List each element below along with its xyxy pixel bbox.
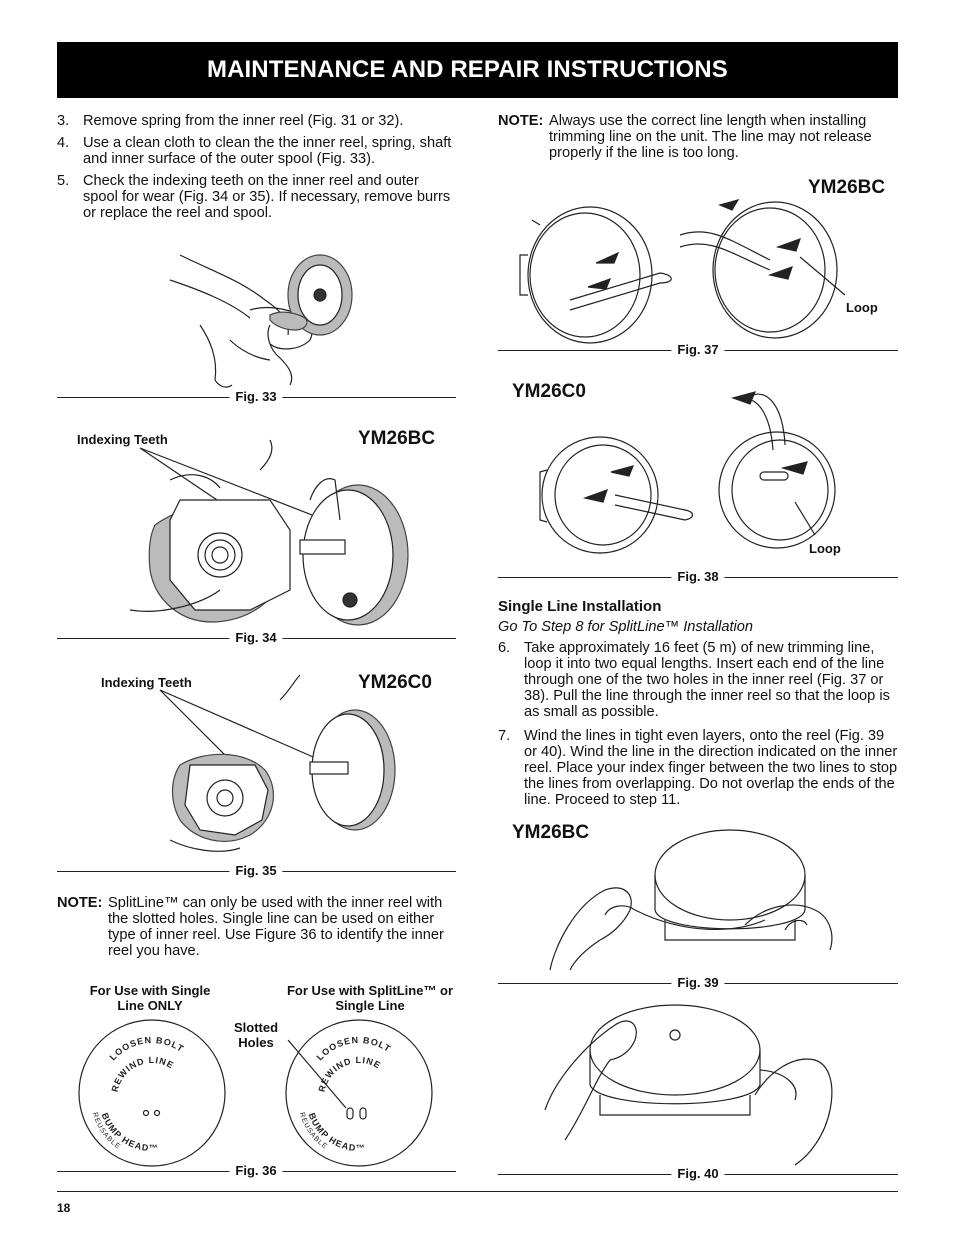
fig35-illustration — [159, 674, 396, 852]
fig36-callout-leader — [287, 1039, 347, 1109]
left-steps: 3. Remove spring from the inner reel (Fig… — [57, 113, 457, 227]
fig34-illustration — [129, 439, 409, 626]
fig38-label: Fig. 38 — [671, 569, 725, 584]
fig37-illustration — [519, 199, 846, 344]
step-4: 4. Use a clean cloth to clean the the inn… — [57, 135, 457, 167]
step-5: 5. Check the indexing teeth on the inner … — [57, 173, 457, 221]
fig33-label: Fig. 33 — [229, 389, 283, 404]
note-text: Always use the correct line length when … — [549, 113, 872, 161]
step-number: 3. — [57, 113, 70, 129]
step-text: Check the indexing teeth on the inner re… — [83, 173, 451, 221]
fig36-right-reel: LOOSEN BOLT REWIND LINE BUMP HEAD™ REUSA… — [285, 1019, 433, 1167]
fig39-label: Fig. 39 — [671, 975, 725, 990]
fig36-left-reel: LOOSEN BOLT REWIND LINE BUMP HEAD™ REUSA… — [78, 1019, 226, 1167]
step-number: 7. — [498, 728, 511, 744]
fig38-illustration — [539, 391, 836, 554]
note-label: NOTE: — [57, 895, 103, 911]
fig36-label: Fig. 36 — [229, 1163, 283, 1178]
fig36-left-caption: For Use with Single Line ONLY — [89, 983, 211, 1013]
left-note: NOTE: SplitLine™ can only be used with th… — [57, 895, 455, 959]
fig38-model-label: YM26C0 — [512, 381, 586, 402]
fig35-model-label: YM26C0 — [358, 672, 432, 693]
step-6: 6. Take approximately 16 feet (5 m) of ne… — [498, 640, 898, 720]
right-steps: 6. Take approximately 16 feet (5 m) of ne… — [498, 640, 898, 814]
single-line-heading: Single Line Installation — [498, 598, 662, 615]
fig40-illustration — [544, 1004, 833, 1166]
fig39-illustration — [549, 829, 833, 971]
fig40-label: Fig. 40 — [671, 1166, 725, 1181]
fig37-loop-callout: Loop — [846, 300, 878, 315]
step-text: Use a clean cloth to clean the the inner… — [83, 135, 452, 167]
step-number: 4. — [57, 135, 70, 151]
fig36-right-caption: For Use with SplitLine™ or Single Line — [286, 983, 454, 1013]
fig35-label: Fig. 35 — [229, 863, 283, 878]
fig34-label: Fig. 34 — [229, 630, 283, 645]
fig37-label: Fig. 37 — [671, 342, 725, 357]
right-note: NOTE: Always use the correct line length … — [498, 113, 898, 161]
note-text: SplitLine™ can only be used with the inn… — [108, 895, 444, 959]
step-text: Remove spring from the inner reel (Fig. … — [83, 113, 404, 129]
splitline-subheading: Go To Step 8 for SplitLine™ Installation — [498, 619, 753, 635]
step-number: 5. — [57, 173, 70, 189]
step-text: Wind the lines in tight even layers, ont… — [524, 728, 898, 808]
step-7: 7. Wind the lines in tight even layers, o… — [498, 728, 898, 808]
fig34-indexing-teeth-callout: Indexing Teeth — [77, 432, 168, 447]
step-3: 3. Remove spring from the inner reel (Fig… — [57, 113, 457, 129]
page-number: 18 — [57, 1201, 71, 1215]
fig34-model-label: YM26BC — [358, 428, 436, 449]
step-text: Take approximately 16 feet (5 m) of new … — [524, 640, 890, 720]
fig38-loop-callout: Loop — [809, 541, 841, 556]
step-number: 6. — [498, 640, 511, 656]
fig36-slotted-holes-callout: Slotted Holes — [233, 1020, 279, 1050]
page-title: MAINTENANCE AND REPAIR INSTRUCTIONS — [57, 42, 898, 98]
footer-rule — [57, 1191, 898, 1192]
fig36-rim-mid-text: REWIND LINE — [110, 1055, 176, 1093]
fig37-model-label: YM26BC — [808, 177, 886, 198]
fig33-illustration — [169, 254, 353, 388]
fig35-indexing-teeth-callout: Indexing Teeth — [101, 675, 192, 690]
fig39-model-label: YM26BC — [512, 822, 590, 843]
note-label: NOTE: — [498, 113, 544, 129]
fig36-rim-bottom-text: BUMP HEAD™ — [100, 1111, 159, 1153]
